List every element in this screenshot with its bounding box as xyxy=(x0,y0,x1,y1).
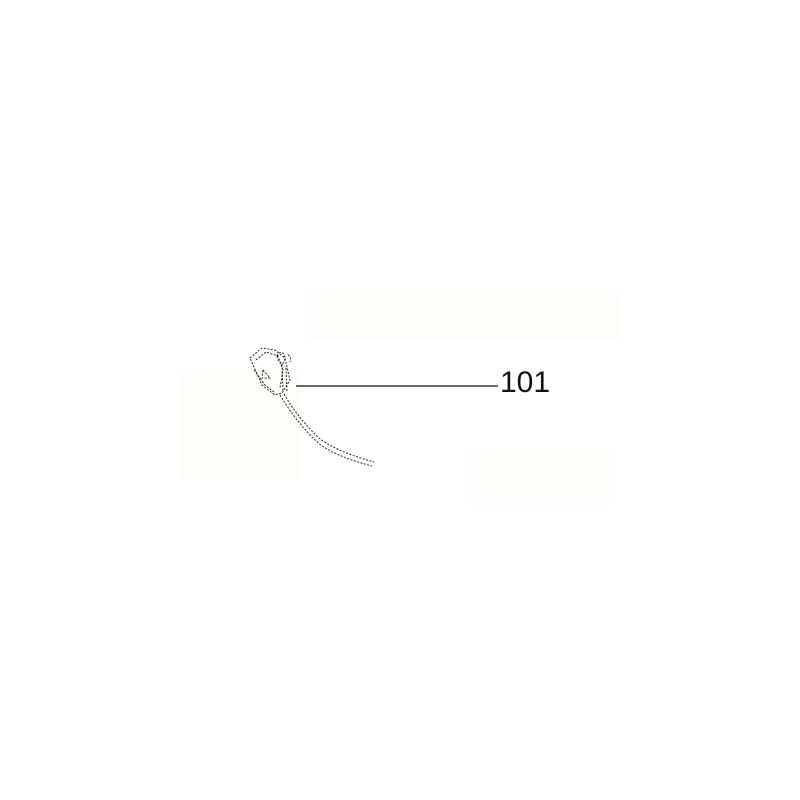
faint-background-block xyxy=(180,370,300,480)
faint-background-block xyxy=(470,450,610,505)
faint-background-block xyxy=(310,290,620,340)
connector-part xyxy=(249,347,292,396)
part-number-label: 101 xyxy=(500,366,551,399)
cable-wire xyxy=(279,393,375,467)
